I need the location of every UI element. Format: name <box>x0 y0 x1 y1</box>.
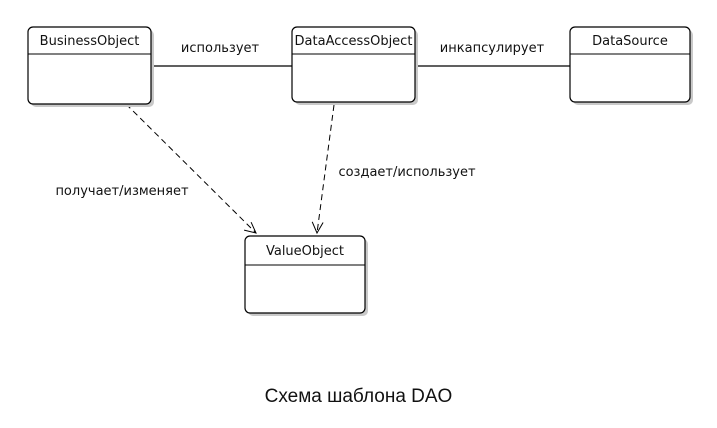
data-source-class: DataSource <box>569 26 693 105</box>
uses-label: использует <box>181 41 260 56</box>
dao-class-diagram: BusinessObject DataAccessObject DataSour… <box>27 26 693 316</box>
data-source-name: DataSource <box>592 34 668 49</box>
data-access-object-class: DataAccessObject <box>291 26 418 105</box>
gets-modifies-label: получает/изменяет <box>55 184 189 199</box>
encapsulates-label: инкапсулирует <box>440 41 545 56</box>
creates-uses-label: создает/использует <box>338 165 476 180</box>
creates-uses-dependency-line <box>316 104 335 234</box>
creates-uses-arrowhead <box>311 221 324 235</box>
value-object-class: ValueObject <box>244 235 368 316</box>
data-access-object-name: DataAccessObject <box>295 34 413 49</box>
business-object-class: BusinessObject <box>27 26 154 107</box>
value-object-name: ValueObject <box>266 244 344 259</box>
gets-modifies-dependency-line <box>125 103 257 234</box>
business-object-name: BusinessObject <box>40 34 140 49</box>
gets-modifies-arrowhead <box>243 221 257 234</box>
figure-caption: Схема шаблона DAO <box>264 386 453 407</box>
